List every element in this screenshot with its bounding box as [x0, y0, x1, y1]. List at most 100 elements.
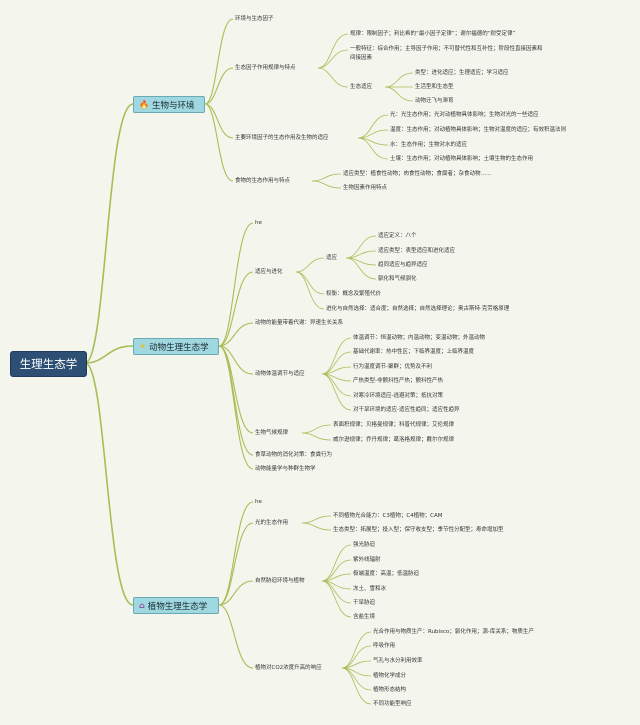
connector-line — [321, 544, 352, 582]
node[interactable]: 生态类型：拓展型；投入型；保守收支型；季节性分配型；寿命增加型 — [333, 527, 504, 533]
node[interactable]: 食草动物的消化对策：食粪行为 — [255, 452, 333, 458]
node[interactable]: 水：生态作用；生物对水的适应 — [390, 142, 468, 148]
node[interactable]: 权衡：概念及繁殖代价 — [326, 291, 382, 297]
connector-line — [321, 580, 352, 618]
connector-line — [218, 522, 254, 606]
node[interactable]: 极端温度：高温；低温胁迫 — [353, 571, 420, 577]
root-node[interactable]: 生理生态学 — [10, 351, 87, 377]
connector-line — [218, 271, 254, 347]
node[interactable]: 不同功能型响应 — [373, 701, 412, 707]
connector-line — [301, 424, 332, 434]
connector-line — [218, 501, 254, 606]
connector-line — [218, 580, 254, 606]
node[interactable]: 光合作用与物质生产：Rubisco；驯化作用；源-库关系；物质生产 — [373, 629, 534, 635]
connector-line — [317, 33, 349, 69]
connector-line — [317, 49, 349, 69]
node[interactable]: 趋同适应与趋异适应 — [378, 262, 428, 268]
node[interactable]: 环境与生态因子 — [235, 16, 274, 22]
connector-line — [311, 173, 342, 182]
connector-line — [321, 373, 352, 397]
node[interactable]: 表面积规律；贝格曼规律；科普代规律；艾伦规律 — [333, 422, 455, 428]
node[interactable]: 温度：生态作用；对动植物具体影响；生物对温度的适应；有效积温法则 — [390, 127, 567, 133]
connector-line — [384, 86, 414, 102]
node[interactable]: 进化与自然选择：适合度；自然选择；自然选择理论；奥古斯特·克劳格原理 — [326, 306, 510, 312]
node[interactable]: 生活型和生态型 — [415, 84, 454, 90]
node[interactable]: 植物形态结构 — [373, 687, 407, 693]
node[interactable]: 适应类型：植食性动物；肉食性动物；食腐者；杂食动物…… — [343, 171, 492, 177]
node[interactable]: 不同植物光合能力：C3植物；C4植物；CAM — [333, 513, 443, 519]
node[interactable]: 主要环境因子的生态作用及生物的适应 — [235, 135, 329, 141]
node[interactable]: 间接因素 — [350, 55, 373, 61]
node[interactable]: 植物对CO2浓度升高的响应 — [255, 665, 322, 671]
node[interactable]: 植物化学成分 — [373, 673, 407, 679]
node[interactable]: 体温调节：恒温动物；内温动物；变温动物；外温动物 — [353, 335, 486, 341]
connector-line — [301, 515, 332, 524]
connector-line — [317, 67, 349, 88]
node[interactable]: 生态因子作用规律与特点 — [235, 65, 296, 71]
node[interactable]: 土壤：生态作用；对动植物具体影响；土壤生物的生态作用 — [390, 156, 534, 162]
connector-line — [295, 271, 325, 295]
connector-line — [357, 129, 389, 139]
node[interactable]: 紫外线辐射 — [353, 557, 381, 563]
node[interactable]: 呼吸作用 — [373, 643, 396, 649]
node[interactable]: 生态适应 — [350, 84, 373, 90]
node[interactable]: 自然胁迫环境与植物 — [255, 578, 305, 584]
node[interactable]: 动物体温调节与适应 — [255, 371, 305, 377]
connector-line — [295, 257, 325, 273]
house-icon: ⌂ — [139, 601, 145, 610]
connector-line — [84, 362, 134, 606]
node[interactable]: 适应定义：八个 — [378, 233, 417, 239]
node[interactable]: 基础代谢率：热中性区；下临界温度；上临界温度 — [353, 349, 475, 355]
node[interactable]: 对寒冷环境适应-逃避对策；抵抗对策 — [353, 393, 443, 399]
node[interactable]: 规律：限制因子；利比希的“最小因子定律”；谢尔福德的“耐受定律” — [350, 31, 516, 37]
branch-label: 植物生理生态学 — [147, 601, 208, 612]
connector-line — [204, 18, 234, 105]
connector-line — [218, 345, 254, 375]
node[interactable]: 适应 — [326, 255, 338, 261]
branch-label: 生物与环境 — [151, 100, 195, 111]
node[interactable]: 对干旱环境的适应-适应性趋同；适应性趋异 — [353, 407, 460, 413]
node[interactable]: he — [255, 499, 262, 505]
connector-line — [321, 580, 352, 604]
branch-node-plant-physiology[interactable]: ⌂ 植物生理生态学 — [133, 597, 219, 614]
node[interactable]: 一般特征：综合作用；主导因子作用；不可替代性和互补性；阶段性直接因素和 — [350, 46, 543, 52]
node[interactable]: 生物因素作用特点 — [343, 185, 388, 191]
node[interactable]: he — [255, 220, 262, 226]
connector-line — [345, 257, 377, 280]
connector-line — [218, 604, 254, 669]
connector-line — [218, 222, 254, 347]
node[interactable]: 动物迁飞与滞育 — [415, 98, 454, 104]
node[interactable]: 强光胁迫 — [353, 542, 376, 548]
connector-line — [321, 337, 352, 375]
connector-line — [204, 67, 234, 105]
node[interactable]: 气孔与水分利用效率 — [373, 658, 423, 664]
node[interactable]: 光的生态作用 — [255, 520, 289, 526]
node[interactable]: 威尔逊规律；乔丹规律；葛洛格规律；戴尔尔规律 — [333, 437, 455, 443]
connector-line — [84, 103, 134, 364]
fire-icon: 🔥 — [139, 100, 149, 109]
connector-line — [321, 351, 352, 375]
node[interactable]: 行为温度调节-聚群；优势及不利 — [353, 364, 432, 370]
connector-line — [84, 345, 134, 364]
node[interactable]: 生物气候规律 — [255, 430, 289, 436]
node[interactable]: 适应与进化 — [255, 269, 283, 275]
node[interactable]: 干旱胁迫 — [353, 600, 376, 606]
branch-label: 动物生理生态学 — [149, 342, 209, 353]
node[interactable]: 含盐生境 — [353, 614, 376, 620]
branch-node-animal-physiology[interactable]: ☀ 动物生理生态学 — [133, 338, 219, 355]
node[interactable]: 冻土、雪和冰 — [353, 586, 387, 592]
node[interactable]: 动物的能量带着代谢：异速生长关系 — [255, 320, 344, 326]
branch-node-bio-environment[interactable]: 🔥 生物与环境 — [133, 96, 205, 113]
connector-line — [311, 180, 342, 189]
connector-line — [341, 631, 372, 669]
node[interactable]: 类型：进化适应；生理适应；学习适应 — [415, 70, 509, 76]
node[interactable]: 光：光生态作用；光对动植物具体影响；生物对光的一些适应 — [390, 112, 539, 118]
node[interactable]: 驯化和气候驯化 — [378, 276, 417, 282]
node[interactable]: 动物能量学与种群生物学 — [255, 466, 316, 472]
node[interactable]: 适应类型：表型适应和进化适应 — [378, 248, 456, 254]
connector-line — [295, 271, 325, 310]
node[interactable]: 食物的生态作用与特点 — [235, 178, 291, 184]
node[interactable]: 产热类型-非颤抖性产热；颤抖性产热 — [353, 378, 443, 384]
connector-line — [341, 667, 372, 705]
